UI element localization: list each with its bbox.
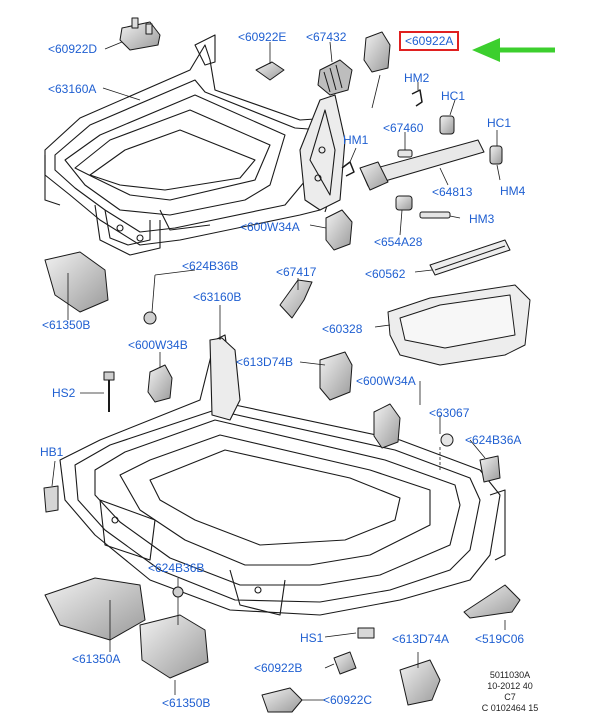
callout-HC1-left[interactable]: HC1 xyxy=(441,89,466,103)
callout-600W34B[interactable]: <600W34B xyxy=(128,338,188,352)
lower-seat-frame xyxy=(59,334,506,616)
callout-600W34A-mid[interactable]: <600W34A xyxy=(356,374,416,388)
callout-60922B[interactable]: <60922B xyxy=(254,661,303,675)
callout-HM4[interactable]: HM4 xyxy=(500,184,526,198)
reference-line-2: 10-2012 40 xyxy=(487,681,533,691)
callout-HB1[interactable]: HB1 xyxy=(40,445,64,459)
parts xyxy=(43,17,531,713)
reference-line-3: C7 xyxy=(504,692,516,702)
callout-61350B-bottom[interactable]: <61350B xyxy=(162,696,211,710)
callout-63067[interactable]: <63067 xyxy=(429,406,470,420)
highlight-arrow-icon xyxy=(472,38,555,62)
callout-60562[interactable]: <60562 xyxy=(365,267,406,281)
leader-lines xyxy=(51,41,506,701)
callout-60922C[interactable]: <60922C xyxy=(323,693,373,707)
callout-613D74A[interactable]: <613D74A xyxy=(392,632,450,646)
callout-60922E[interactable]: <60922E xyxy=(238,30,287,44)
drawing-reference: 5011030A 10-2012 40 C7 C 0102464 15 xyxy=(465,670,555,712)
callout-63160A[interactable]: <63160A xyxy=(48,82,97,96)
callout-67432[interactable]: <67432 xyxy=(306,30,347,44)
callout-60922A-highlighted[interactable]: <60922A xyxy=(399,31,460,51)
callout-HM3[interactable]: HM3 xyxy=(469,212,495,226)
callout-654A28[interactable]: <654A28 xyxy=(374,235,423,249)
reference-line-4: C 0102464 15 xyxy=(481,703,539,712)
callout-HM1[interactable]: HM1 xyxy=(343,133,369,147)
callout-61350A[interactable]: <61350A xyxy=(72,652,121,666)
reference-line-1: 5011030A xyxy=(489,670,531,680)
callout-60328[interactable]: <60328 xyxy=(322,322,363,336)
callout-67417[interactable]: <67417 xyxy=(276,265,317,279)
callout-624B36B-top[interactable]: <624B36B xyxy=(182,259,239,273)
callout-624B36A[interactable]: <624B36A xyxy=(465,433,522,447)
callout-63160B[interactable]: <63160B xyxy=(193,290,242,304)
upper-seat-frame xyxy=(44,34,346,256)
callout-64813[interactable]: <64813 xyxy=(432,185,473,199)
callout-60922D[interactable]: <60922D xyxy=(48,42,98,56)
callout-HS1[interactable]: HS1 xyxy=(300,631,324,645)
callout-624B36B-bottom[interactable]: <624B36B xyxy=(148,561,205,575)
callout-600W34A-top[interactable]: <600W34A xyxy=(240,220,300,234)
callout-613D74B[interactable]: <613D74B xyxy=(236,355,294,369)
callout-HC1-right[interactable]: HC1 xyxy=(487,116,512,130)
callout-HS2[interactable]: HS2 xyxy=(52,386,76,400)
callout-61350B-top[interactable]: <61350B xyxy=(42,318,91,332)
callout-HM2[interactable]: HM2 xyxy=(404,71,430,85)
callout-67460[interactable]: <67460 xyxy=(383,121,424,135)
callout-519C06[interactable]: <519C06 xyxy=(475,632,525,646)
